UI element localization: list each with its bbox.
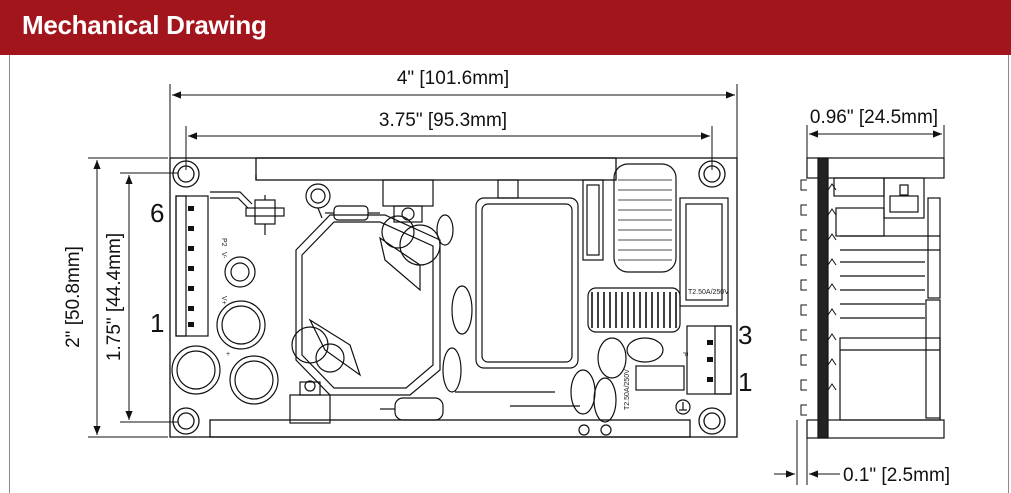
depth-label: 0.96" [24.5mm] bbox=[810, 107, 938, 128]
pcb-side-view bbox=[806, 157, 945, 439]
p1-pins bbox=[707, 340, 713, 382]
mounting-hole-top-right bbox=[698, 160, 726, 188]
dimension-hole-spacing-y bbox=[120, 172, 178, 423]
hole-spacing-x-label: 3.75" [95.3mm] bbox=[379, 110, 507, 131]
section-title: Mechanical Drawing bbox=[22, 10, 267, 40]
mounting-hole-bottom-right bbox=[698, 407, 726, 435]
dimension-overall-width bbox=[169, 84, 738, 162]
section-header: Mechanical Drawing bbox=[0, 0, 1011, 55]
p1-pin-bottom-label: 1 bbox=[738, 367, 752, 397]
overall-height-label: 2" [50.8mm] bbox=[63, 246, 84, 348]
p2-pin-top-label: 6 bbox=[150, 198, 164, 228]
overall-width-label: 4" [101.6mm] bbox=[397, 68, 509, 89]
p2-pin-bottom-label: 1 bbox=[150, 308, 164, 338]
mounting-hole-bottom-left bbox=[172, 407, 200, 435]
mounting-hole-top-left bbox=[172, 160, 200, 188]
fuse-silkscreen: T2.50A/250V bbox=[624, 369, 631, 410]
side-view-pins bbox=[800, 179, 837, 416]
drawing-frame bbox=[9, 55, 1009, 493]
dimension-overall-height bbox=[88, 157, 168, 438]
p1-pin-top-label: 3 bbox=[738, 320, 752, 350]
p2-silkscreen: P2 bbox=[220, 238, 227, 247]
v-minus-silkscreen: V- bbox=[220, 252, 227, 259]
dimension-depth bbox=[806, 125, 945, 158]
p1-silkscreen: P bbox=[681, 352, 688, 357]
pin-offset-label: 0.1" [2.5mm] bbox=[843, 465, 950, 486]
fuse-upper-silkscreen: T2.50A/250V bbox=[688, 289, 729, 296]
dimension-hole-spacing-x bbox=[185, 126, 713, 170]
v-plus-silkscreen: V+ bbox=[220, 296, 227, 305]
hole-spacing-y-label: 1.75" [44.4mm] bbox=[104, 233, 125, 361]
pcb-top-view bbox=[169, 157, 738, 438]
plus-silkscreen: + bbox=[226, 351, 230, 358]
connector-p2 bbox=[175, 195, 209, 337]
dimension-pin-offset bbox=[774, 420, 840, 485]
components bbox=[171, 163, 732, 436]
